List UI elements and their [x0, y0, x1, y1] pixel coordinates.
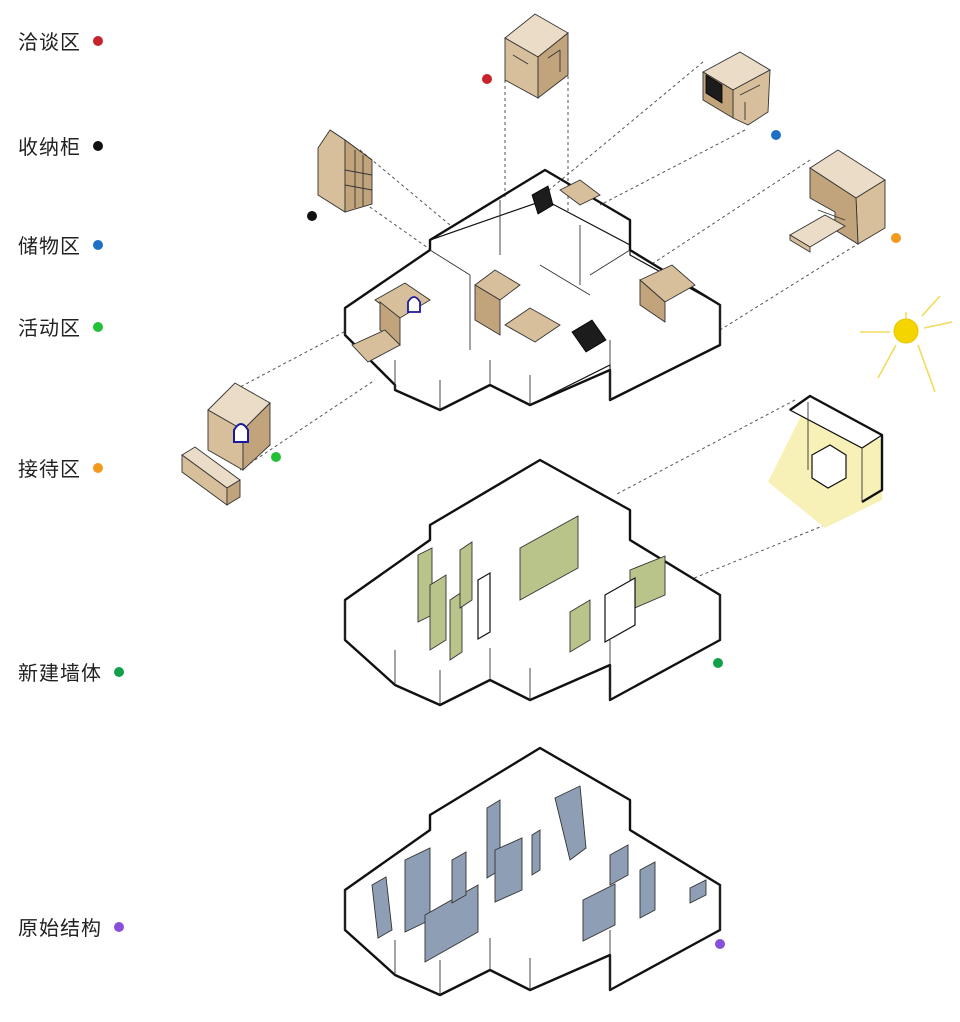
legend-label: 储物区 [18, 234, 81, 258]
legend-dot [93, 35, 103, 46]
legend-label: 新建墙体 [18, 661, 102, 685]
legend-label: 接待区 [18, 457, 81, 481]
legend-item-negotiation: 洽谈区 [18, 26, 103, 55]
legend-dot [93, 321, 103, 332]
new-wall-plan [343, 458, 722, 707]
storage-module [702, 51, 771, 126]
legend-dot [93, 239, 103, 250]
legend-label: 洽谈区 [18, 30, 81, 54]
marker-dot [713, 658, 723, 668]
original-structure-plan [343, 746, 722, 997]
legend-item-cabinet: 收纳柜 [18, 131, 103, 160]
legend-item-reception: 接待区 [18, 453, 103, 482]
sunlit-room-module [768, 394, 884, 528]
legend-label: 收纳柜 [18, 135, 81, 159]
marker-dot [307, 211, 317, 221]
sun-icon [860, 295, 953, 393]
legend-label: 活动区 [18, 316, 81, 340]
legend-label: 原始结构 [18, 916, 102, 940]
legend-dot [93, 462, 103, 473]
marker-dot [891, 233, 901, 243]
furnished-plan [343, 168, 722, 412]
legend-dot [114, 921, 124, 932]
legend-item-activity: 活动区 [18, 312, 103, 341]
cabinet-module [317, 129, 373, 213]
legend-dot [93, 140, 103, 151]
activity-module [181, 382, 271, 506]
reception-module [789, 149, 886, 253]
legend-item-new-wall: 新建墙体 [18, 657, 124, 686]
window-icon [233, 423, 249, 443]
marker-dot [271, 452, 281, 462]
legend-item-original-structure: 原始结构 [18, 912, 124, 941]
window-icon [407, 296, 421, 313]
marker-dot [771, 130, 781, 140]
marker-dot [715, 939, 725, 949]
legend-item-storage: 储物区 [18, 230, 103, 259]
negotiation-module [504, 13, 569, 99]
marker-dot [482, 74, 492, 84]
legend-dot [114, 666, 124, 677]
